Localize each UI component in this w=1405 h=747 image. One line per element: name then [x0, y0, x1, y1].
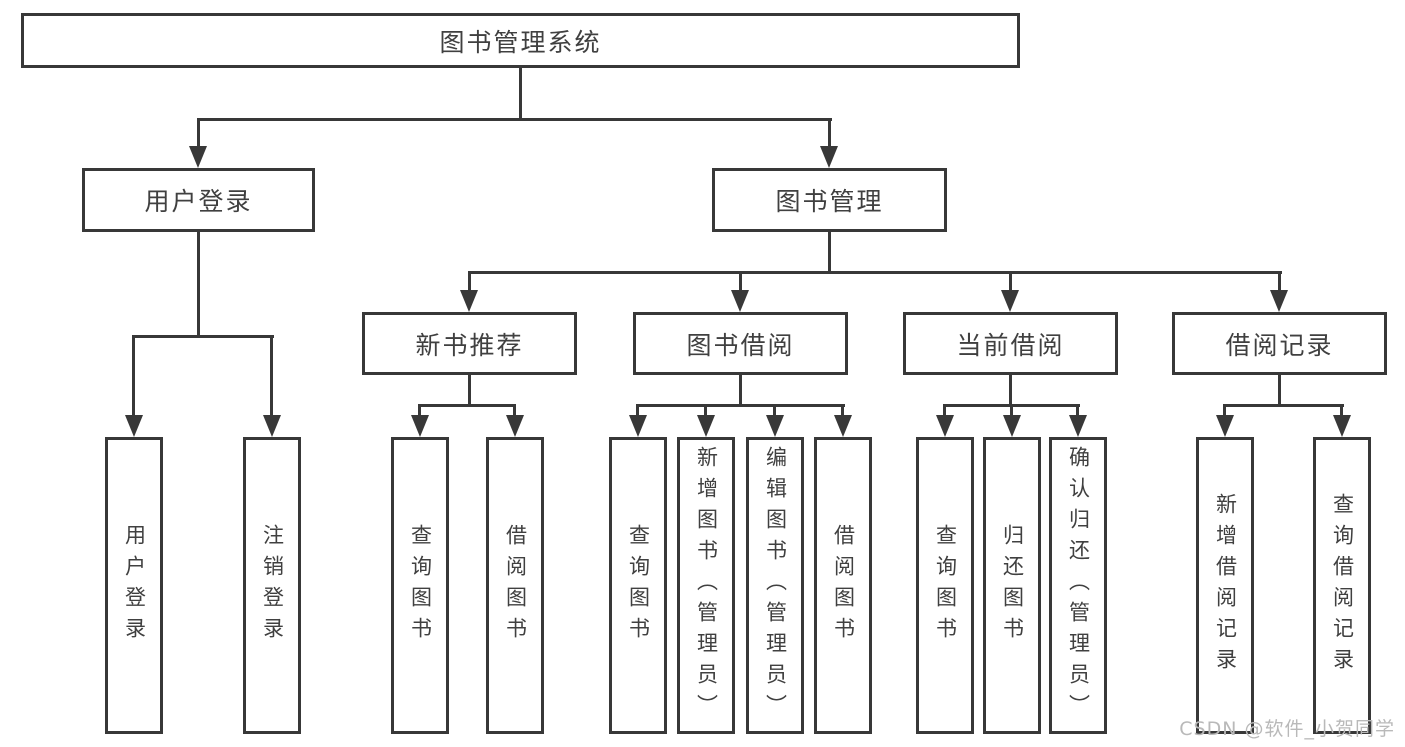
connector-line [513, 404, 516, 416]
connector-line [828, 232, 831, 274]
arrowhead [834, 415, 852, 437]
connector-line [1278, 375, 1281, 406]
arrowhead [125, 415, 143, 437]
connector-line [519, 68, 522, 120]
connector-line [943, 404, 946, 416]
leaf-borrow-books-recommend: 借阅图书 [486, 437, 544, 734]
connector-line [1223, 404, 1344, 407]
connector-line [704, 404, 707, 416]
leaf-logout: 注销登录 [243, 437, 301, 734]
connector-line [1278, 271, 1281, 291]
connector-line [1010, 404, 1013, 416]
arrowhead [731, 290, 749, 312]
arrowhead [411, 415, 429, 437]
leaf-borrow-books-label: 借阅图书 [831, 523, 856, 648]
leaf-add-borrow-record: 新增借阅记录 [1196, 437, 1254, 734]
connector-line [739, 375, 742, 406]
node-root: 图书管理系统 [21, 13, 1020, 68]
arrowhead [697, 415, 715, 437]
arrowhead [629, 415, 647, 437]
leaf-confirm-return-admin: 确认归还（管理员） [1049, 437, 1107, 734]
arrowhead [506, 415, 524, 437]
arrowhead [460, 290, 478, 312]
arrowhead [936, 415, 954, 437]
arrowhead [189, 146, 207, 168]
arrowhead [1003, 415, 1021, 437]
connector-line [418, 404, 421, 416]
node-current-borrow-label: 当前借阅 [956, 330, 1065, 360]
connector-line [1009, 271, 1012, 291]
connector-line [418, 404, 516, 407]
leaf-query-borrow-record-label: 查询借阅记录 [1330, 492, 1355, 679]
connector-line [841, 404, 844, 416]
node-borrow-records-label: 借阅记录 [1225, 330, 1334, 360]
connector-line [197, 232, 200, 338]
arrowhead [263, 415, 281, 437]
connector-line [468, 271, 471, 291]
arrowhead [1333, 415, 1351, 437]
watermark-text: CSDN @软件_小贺同学 [1179, 718, 1395, 740]
connector-line [132, 335, 135, 417]
leaf-query-books-borrow-label: 查询图书 [626, 523, 651, 648]
node-current-borrow: 当前借阅 [903, 312, 1118, 375]
leaf-confirm-return-admin-label: 确认归还（管理员） [1066, 446, 1091, 725]
leaf-add-borrow-record-label: 新增借阅记录 [1213, 492, 1238, 679]
connector-line [636, 404, 639, 416]
leaf-edit-books-admin: 编辑图书（管理员） [746, 437, 804, 734]
connector-line [773, 404, 776, 416]
node-borrow-records: 借阅记录 [1172, 312, 1387, 375]
leaf-user-login-label: 用户登录 [122, 523, 147, 648]
leaf-add-books-admin-label: 新增图书（管理员） [694, 446, 719, 725]
leaf-query-books-recommend: 查询图书 [391, 437, 449, 734]
leaf-query-books-recommend-label: 查询图书 [408, 523, 433, 648]
connector-line [132, 335, 274, 338]
leaf-borrow-books: 借阅图书 [814, 437, 872, 734]
leaf-user-login: 用户登录 [105, 437, 163, 734]
leaf-query-books-current: 查询图书 [916, 437, 974, 734]
node-user-login: 用户登录 [82, 168, 315, 232]
leaf-borrow-books-recommend-label: 借阅图书 [503, 523, 528, 648]
connector-line [197, 118, 200, 148]
leaf-return-books-label: 归还图书 [1000, 523, 1025, 648]
connector-line [636, 404, 845, 407]
node-book-management-label: 图书管理 [775, 187, 884, 216]
node-book-management: 图书管理 [712, 168, 947, 232]
arrowhead [1001, 290, 1019, 312]
node-new-book-recommend: 新书推荐 [362, 312, 577, 375]
leaf-logout-label: 注销登录 [260, 523, 285, 648]
leaf-query-books-borrow: 查询图书 [609, 437, 667, 734]
connector-line [468, 271, 1282, 274]
connector-line [1223, 404, 1226, 416]
connector-line [468, 375, 471, 406]
leaf-return-books: 归还图书 [983, 437, 1041, 734]
connector-line [197, 118, 832, 121]
leaf-query-borrow-record: 查询借阅记录 [1313, 437, 1371, 734]
node-book-borrow: 图书借阅 [633, 312, 848, 375]
connector-line [1009, 375, 1012, 406]
leaf-edit-books-admin-label: 编辑图书（管理员） [763, 446, 788, 725]
leaf-add-books-admin: 新增图书（管理员） [677, 437, 735, 734]
connector-line [828, 118, 831, 148]
node-root-label: 图书管理系统 [439, 27, 602, 57]
connector-line [739, 271, 742, 291]
node-user-login-label: 用户登录 [144, 187, 253, 216]
arrowhead [1069, 415, 1087, 437]
arrowhead [766, 415, 784, 437]
connector-line [1076, 404, 1079, 416]
node-new-book-recommend-label: 新书推荐 [415, 330, 524, 360]
node-book-borrow-label: 图书借阅 [686, 330, 795, 360]
arrowhead [820, 146, 838, 168]
arrowhead [1270, 290, 1288, 312]
arrowhead [1216, 415, 1234, 437]
leaf-query-books-current-label: 查询图书 [933, 523, 958, 648]
connector-line [270, 335, 273, 417]
connector-line [1340, 404, 1343, 416]
